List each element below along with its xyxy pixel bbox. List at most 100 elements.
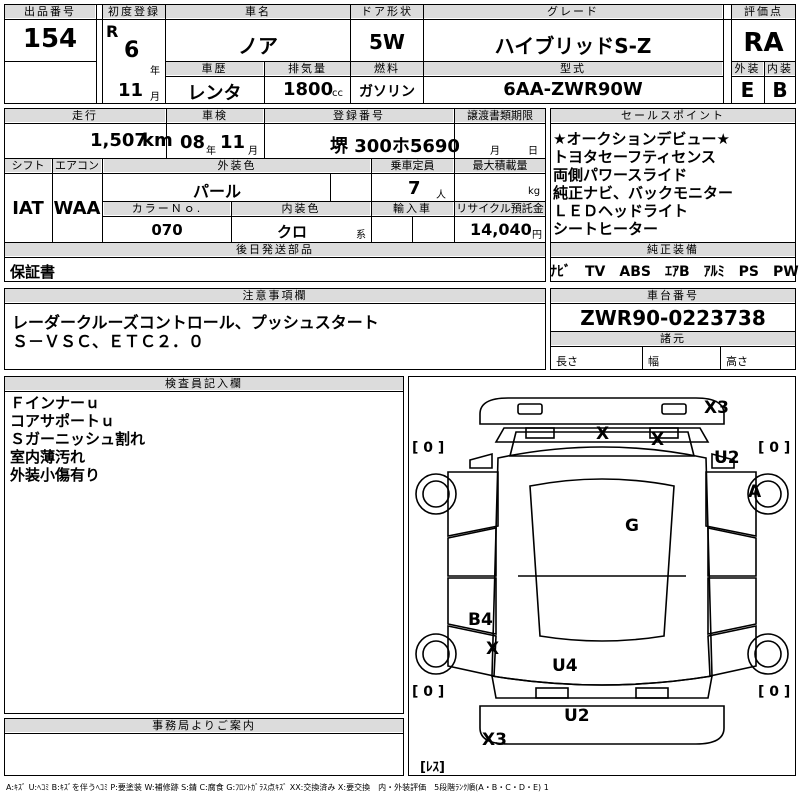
- exterior-grade: E: [740, 78, 755, 102]
- damage-rear-u4: U4: [552, 656, 578, 676]
- aircon: WAA: [53, 198, 101, 219]
- door-type-header: ドア形状: [351, 5, 423, 18]
- damage-front-x3: X3: [704, 398, 729, 418]
- damage-rear-left-x: X: [486, 639, 500, 659]
- tire-rear-right: [ 0 ]: [758, 684, 791, 700]
- spec-width: 幅: [648, 355, 659, 368]
- inspection-year-unit: 年: [206, 146, 216, 157]
- car-name-header: 車名: [166, 5, 350, 18]
- first-reg-year: 6: [124, 38, 140, 63]
- lot-no: 154: [22, 24, 78, 54]
- month-unit: 月: [150, 92, 160, 103]
- damage-rear-x3: X3: [482, 730, 507, 750]
- import-header: 輸入車: [372, 202, 453, 215]
- inspector-header: 検査員記入欄: [5, 377, 403, 390]
- sales-point-4: 純正ナビ、バックモニター: [553, 184, 734, 202]
- max-load-unit: kg: [528, 186, 541, 197]
- car-name: ノア: [238, 34, 278, 58]
- inspection-month: 11: [220, 132, 246, 153]
- recycle-unit: 円: [532, 230, 542, 241]
- damage-rear-u2: U2: [564, 706, 590, 726]
- sales-point-2: トヨタセーフティセンス: [553, 148, 716, 166]
- grade: ハイブリッドS-Z: [494, 34, 652, 58]
- capacity: 7: [408, 178, 421, 199]
- spec-height: 高さ: [726, 355, 748, 368]
- deadline-month-unit: 月: [490, 146, 500, 157]
- notes-header: 注意事項欄: [5, 289, 545, 302]
- score: RA: [743, 28, 784, 58]
- inspector-note-3: Ｓガーニッシュ割れ: [10, 430, 146, 448]
- damage-front-right-wheel: A: [748, 482, 762, 502]
- lot-no-header: 出品番号: [5, 5, 95, 18]
- capacity-unit: 人: [436, 190, 446, 201]
- later-parts-header: 後日発送部品: [5, 243, 545, 256]
- door-type: 5W: [369, 30, 405, 54]
- chassis-no: ZWR90-0223738: [580, 306, 766, 330]
- inspection-header: 車検: [167, 109, 263, 122]
- color-no-header: カラーＮｏ.: [104, 202, 230, 215]
- inspector-note-2: コアサポートｕ: [10, 412, 116, 430]
- note-line-2: Ｓ－ＶＳＣ、ＥＴＣ２．０: [12, 332, 205, 351]
- fuel: ガソリン: [359, 84, 415, 100]
- displacement-unit: cc: [332, 88, 343, 99]
- sales-point-3: 両側パワースライド: [553, 166, 688, 184]
- recycle-header: リサイクル預託金: [455, 202, 545, 215]
- sales-point-5: ＬＥＤヘッドライト: [553, 202, 689, 220]
- sales-point-1: ★オークションデビュー★: [553, 130, 730, 148]
- genuine-equip-header: 純正装備: [551, 243, 795, 256]
- reg-no-header: 登録番号: [265, 109, 453, 122]
- legend: A:ｷｽﾞ U:ﾍｺﾐ B:ｷｽﾞを伴うﾍｺﾐ P:要塗装 W:補修跡 S:錆 …: [6, 783, 549, 792]
- inspector-note-5: 外装小傷有り: [10, 466, 101, 484]
- mileage-unit: km: [142, 130, 173, 151]
- first-reg-header: 初度登録: [103, 5, 165, 18]
- sales-points-header: セールスポイント: [551, 109, 795, 122]
- grade-header: グレード: [424, 5, 722, 18]
- first-reg-month: 11: [118, 80, 144, 101]
- deadline-day-unit: 日: [528, 146, 538, 157]
- max-load-header: 最大積載量: [455, 159, 545, 172]
- interior-header: 内装: [765, 62, 795, 75]
- ext-color-header: 外装色: [104, 159, 370, 172]
- int-color: クロ: [276, 223, 307, 241]
- aircon-header: エアコン: [53, 159, 101, 172]
- vehicle-basic-info: [4, 4, 796, 104]
- reg-no: 堺 300ホ5690: [330, 136, 460, 157]
- damage-rear-left-b4: B4: [468, 610, 493, 630]
- recycle: 14,040: [470, 220, 532, 239]
- shift: IAT: [12, 198, 44, 219]
- spare-tire: [ﾚｽ]: [420, 760, 445, 775]
- capacity-header: 乗車定員: [372, 159, 453, 172]
- displacement: 1800: [283, 79, 334, 100]
- int-color-header: 内装色: [232, 202, 370, 215]
- genuine-equip: ﾅﾋﾞ TV ABS ｴｱB ｱﾙﾐ PS PW: [550, 264, 799, 280]
- spec-length: 長さ: [556, 355, 578, 368]
- history: レンタ: [187, 83, 242, 104]
- interior-grade: B: [772, 78, 788, 102]
- transfer-deadline-header: 譲渡書類期限: [455, 109, 545, 122]
- color-no: 070: [151, 221, 183, 239]
- tire-rear-left: [ 0 ]: [412, 684, 445, 700]
- year-unit: 年: [150, 66, 160, 77]
- later-parts: 保証書: [10, 263, 56, 281]
- tire-front-left: [ 0 ]: [412, 440, 445, 456]
- sales-point-6: シートヒーター: [553, 220, 659, 238]
- damage-front-right-u2: U2: [714, 448, 740, 468]
- inspector-note-1: Ｆインナーｕ: [10, 394, 101, 412]
- tire-front-right: [ 0 ]: [758, 440, 791, 456]
- specs-header: 諸元: [551, 332, 795, 345]
- era: R: [106, 22, 119, 41]
- mileage-header: 走行: [5, 109, 165, 122]
- fuel-header: 燃料: [351, 62, 423, 75]
- int-color-unit: 系: [356, 230, 366, 241]
- chassis-no-header: 車台番号: [551, 289, 795, 302]
- model-code: 6AA-ZWR90W: [503, 79, 643, 100]
- inspector-note-4: 室内薄汚れ: [10, 448, 86, 466]
- note-line-1: レーダークルーズコントロール、プッシュスタート: [12, 313, 379, 332]
- mileage: 1,507: [90, 130, 147, 151]
- damage-windshield-x-1: X: [596, 424, 610, 444]
- ext-color: パール: [192, 182, 241, 201]
- exterior-header: 外装: [732, 62, 763, 75]
- inspector-panel: [4, 376, 404, 714]
- car-outline-diagram: [415, 397, 789, 745]
- office-header: 事務局よりご案内: [5, 719, 403, 732]
